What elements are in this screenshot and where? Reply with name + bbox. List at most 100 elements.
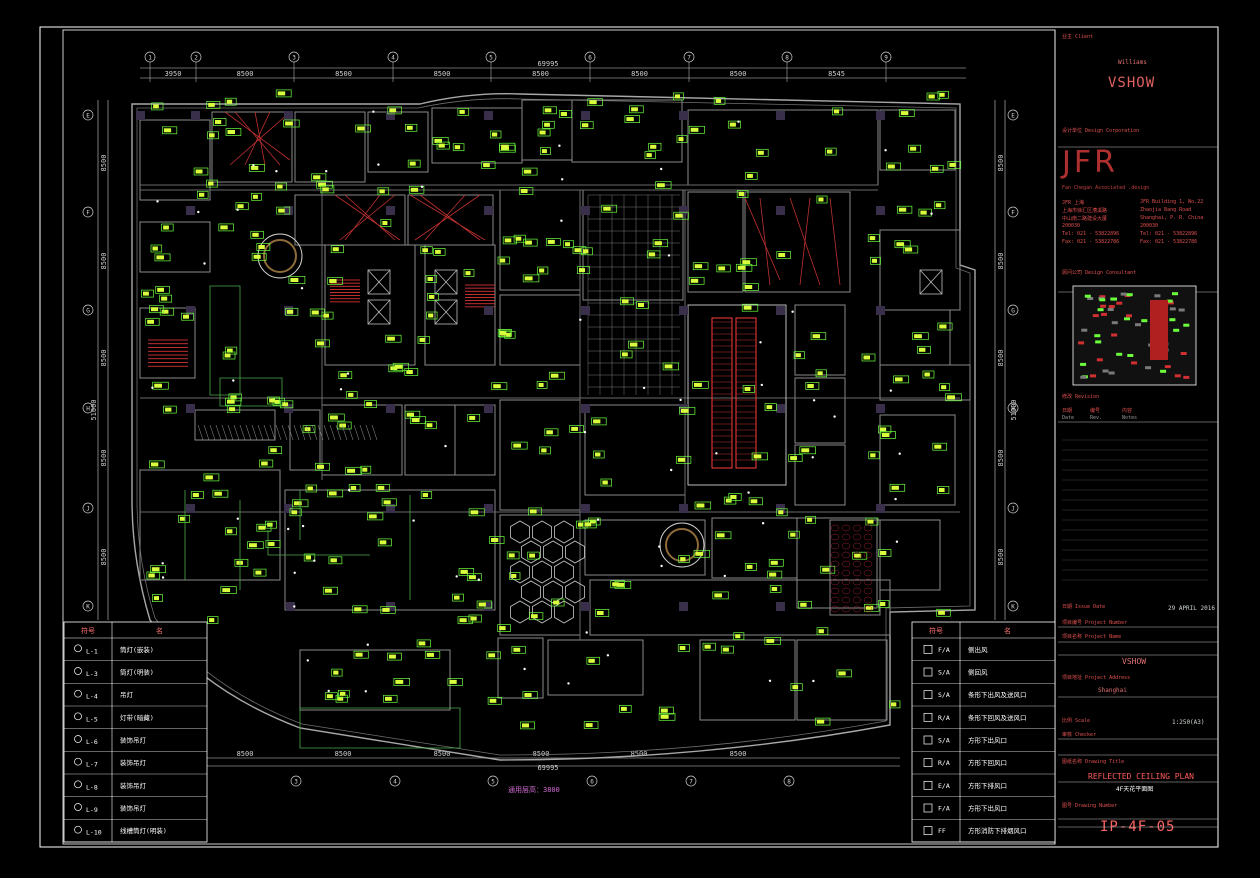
room (139, 469, 281, 581)
downlight (203, 262, 206, 265)
light-tag (744, 563, 757, 571)
light-tag (868, 451, 880, 460)
light-tag-fill (880, 551, 887, 555)
light-tag-fill (228, 407, 236, 412)
light-tag-fill (932, 166, 939, 171)
light-tag (558, 110, 572, 118)
light-tag-fill (459, 618, 467, 623)
light-tag (322, 586, 338, 595)
light-tag-fill (504, 238, 512, 243)
light-tag (190, 491, 204, 499)
downlight (412, 519, 415, 522)
key-plan-mark (1087, 297, 1094, 300)
light-tag (520, 721, 535, 730)
canopy-cell (852, 569, 862, 577)
column (186, 206, 195, 215)
room (879, 519, 941, 591)
canopy-cell (841, 596, 851, 604)
room (139, 221, 211, 273)
louver-line (359, 424, 366, 441)
light-tag (150, 565, 166, 574)
light-tag-fill (524, 276, 533, 281)
light-tag-fill (590, 519, 596, 524)
light-tag-fill (801, 448, 810, 453)
light-tag (151, 102, 164, 111)
light-tag (889, 483, 906, 492)
light-tag (764, 403, 777, 411)
downlight (293, 605, 296, 608)
canopy-cell (863, 551, 873, 559)
light-tag-fill (348, 392, 354, 397)
light-tag-fill (583, 249, 589, 254)
light-tag-fill (281, 402, 289, 407)
legend-name: 方形消防下排烟风口 (968, 826, 1027, 835)
light-tag-fill (696, 503, 705, 508)
column (876, 504, 885, 513)
light-tag (815, 717, 831, 726)
legend-name: 条形下回风及送风口 (968, 713, 1027, 722)
light-tag (328, 413, 345, 422)
light-tag (587, 98, 603, 107)
light-tag-fill (427, 277, 433, 281)
room (367, 111, 429, 173)
dimension-bottom: 8500 (631, 750, 648, 758)
dimension-right: 8500 (997, 350, 1005, 367)
legend-code: L-6 (86, 738, 98, 746)
louver-line (227, 424, 234, 441)
light-tag-fill (800, 602, 807, 607)
light-tag-fill (538, 383, 544, 387)
light-tag-fill (382, 221, 388, 225)
light-tag-fill (529, 553, 535, 558)
light-tag (769, 585, 782, 593)
louver-line (293, 424, 300, 441)
light-tag (145, 317, 160, 326)
column (679, 504, 688, 513)
light-tag-fill (500, 331, 507, 336)
downlight (444, 444, 447, 448)
light-tag-fill (277, 91, 286, 96)
light-tag (152, 381, 169, 390)
hex-panel (521, 540, 541, 564)
canopy-cell (852, 524, 862, 532)
light-tag-fill (574, 248, 581, 253)
key-plan-mark (1110, 297, 1117, 301)
light-tag-fill (612, 582, 620, 587)
light-tag-fill (807, 384, 814, 388)
light-tag (225, 346, 238, 355)
light-tag (405, 123, 418, 132)
column (284, 206, 293, 215)
light-tag-fill (350, 486, 357, 490)
light-tag (468, 614, 482, 623)
light-tag (852, 551, 868, 560)
light-tag-fill (230, 395, 237, 400)
legend-icon (923, 758, 933, 768)
light-tag-fill (895, 377, 903, 382)
grid-bubble-right (1007, 502, 1019, 514)
client-sub: Williams (1118, 59, 1147, 66)
legend-icon (923, 644, 933, 654)
light-tag (280, 400, 294, 409)
key-plan-mark (1169, 318, 1176, 322)
key-plan-mark (1126, 293, 1133, 297)
light-tag-fill (738, 192, 745, 196)
light-tag-fill (340, 373, 347, 378)
light-tag-fill (525, 240, 532, 245)
issue-date-label: 日期 Issue Date (1062, 604, 1106, 610)
light-tag (591, 417, 607, 426)
louver-line (371, 424, 378, 441)
light-tag-fill (622, 299, 629, 304)
light-tag (776, 508, 788, 517)
light-tag (751, 452, 768, 461)
louver-line (257, 424, 264, 441)
grid-number: 7 (687, 55, 691, 62)
downlight (156, 200, 159, 203)
column (776, 404, 785, 413)
light-tag (206, 179, 218, 188)
key-plan-mark (1078, 341, 1085, 345)
column (484, 504, 493, 513)
light-tag (487, 696, 502, 705)
grid-bubble-left (82, 402, 94, 414)
column (186, 504, 195, 513)
light-tag-fill (220, 225, 228, 230)
light-tag-fill (817, 371, 823, 376)
